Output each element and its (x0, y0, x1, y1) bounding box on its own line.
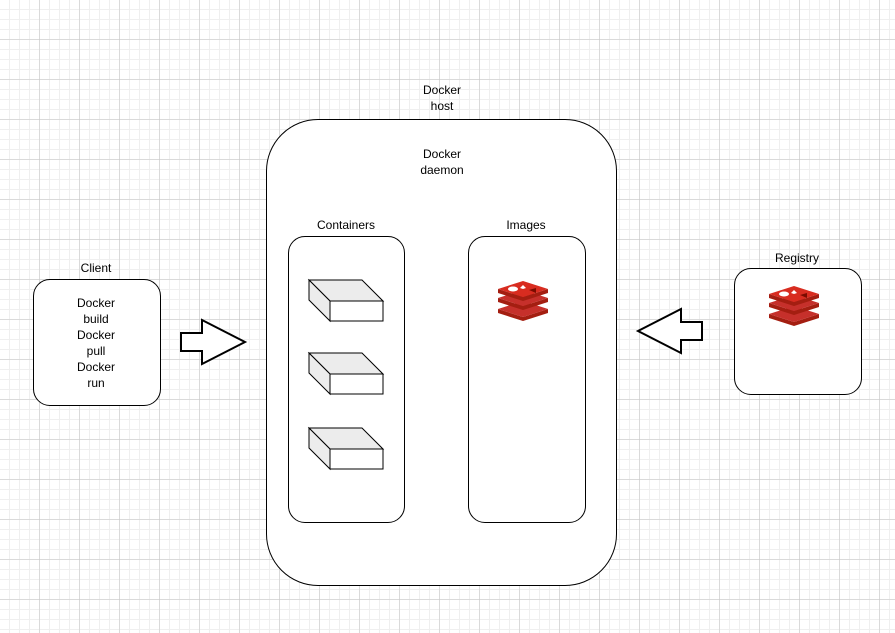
containers-label: Containers (316, 218, 376, 232)
client-command-line: pull (86, 344, 106, 358)
registry-label: Registry (774, 251, 819, 265)
client-command-line: run (87, 376, 105, 390)
images-box[interactable] (468, 236, 586, 523)
arrow-left-icon (635, 307, 703, 355)
images-label: Images (506, 218, 546, 232)
docker-host-title-line1: Docker (422, 83, 461, 97)
client-commands: Docker build Docker pull Docker run (46, 295, 146, 391)
container-cube-2-icon (307, 351, 385, 396)
docker-daemon-label: Docker daemon (402, 146, 482, 178)
docker-daemon-label-line1: Docker (422, 147, 461, 161)
client-label: Client (80, 261, 112, 275)
client-command-line: Docker (76, 328, 115, 342)
docker-host-title-line2: host (430, 99, 454, 113)
redis-registry-icon (769, 286, 819, 326)
client-box[interactable] (33, 279, 161, 406)
docker-daemon-label-line2: daemon (420, 163, 464, 177)
client-command-line: build (83, 312, 109, 326)
client-command-line: Docker (76, 296, 115, 310)
docker-host-title: Docker host (402, 82, 482, 114)
container-cube-3-icon (307, 426, 385, 471)
redis-image-icon (498, 281, 548, 321)
container-cube-1-icon (307, 278, 385, 323)
client-command-line: Docker (76, 360, 115, 374)
arrow-right-icon (180, 318, 248, 366)
